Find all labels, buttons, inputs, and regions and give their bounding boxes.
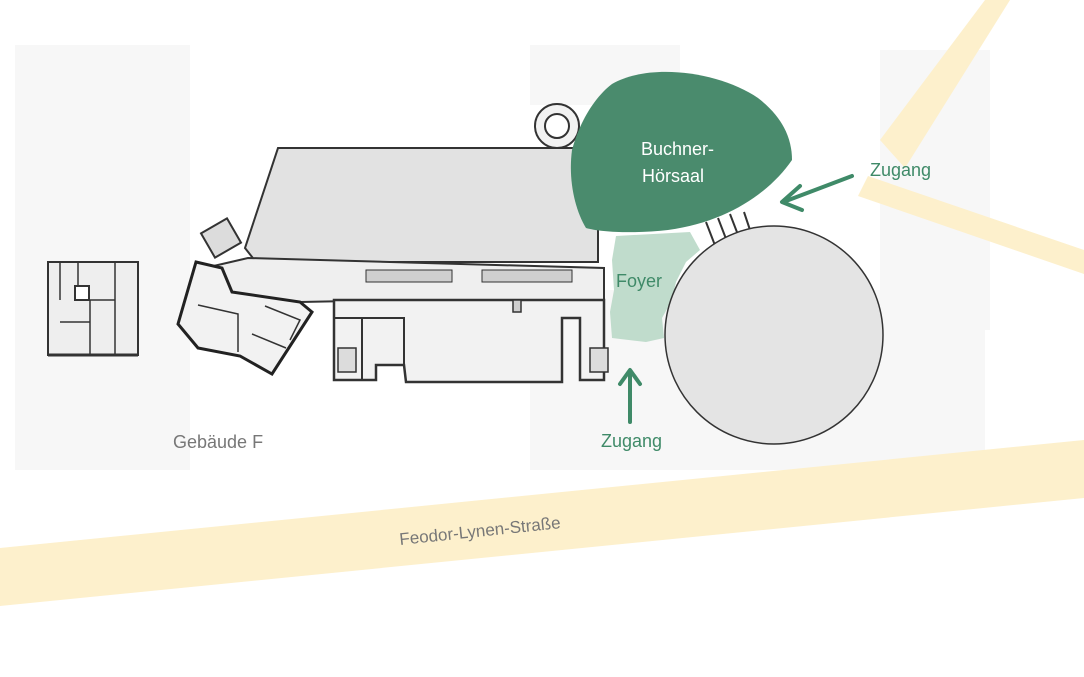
west-wing [176, 260, 314, 376]
foyer-area [610, 232, 700, 342]
buchner-hoersaal [570, 71, 792, 233]
lower-wing [332, 298, 606, 384]
lecture-hall-label: Buchner- Hörsaal [641, 139, 719, 186]
entrance-label-east: Zugang [870, 160, 931, 180]
street-road [0, 440, 1084, 606]
entrance-arrow-east [780, 174, 854, 212]
west-building [47, 261, 139, 357]
main-building [176, 103, 609, 384]
building-roof [243, 147, 599, 263]
stair-tower [337, 299, 609, 373]
entrance-arrow-south [618, 368, 642, 424]
foyer-label: Foyer [616, 271, 662, 291]
building-label: Gebäude F [173, 432, 263, 452]
side-road [858, 176, 1084, 274]
west-tower [199, 217, 243, 259]
entrance-label-south: Zugang [601, 431, 662, 451]
diagonal-road [880, 0, 1010, 168]
rotunda [664, 225, 884, 445]
